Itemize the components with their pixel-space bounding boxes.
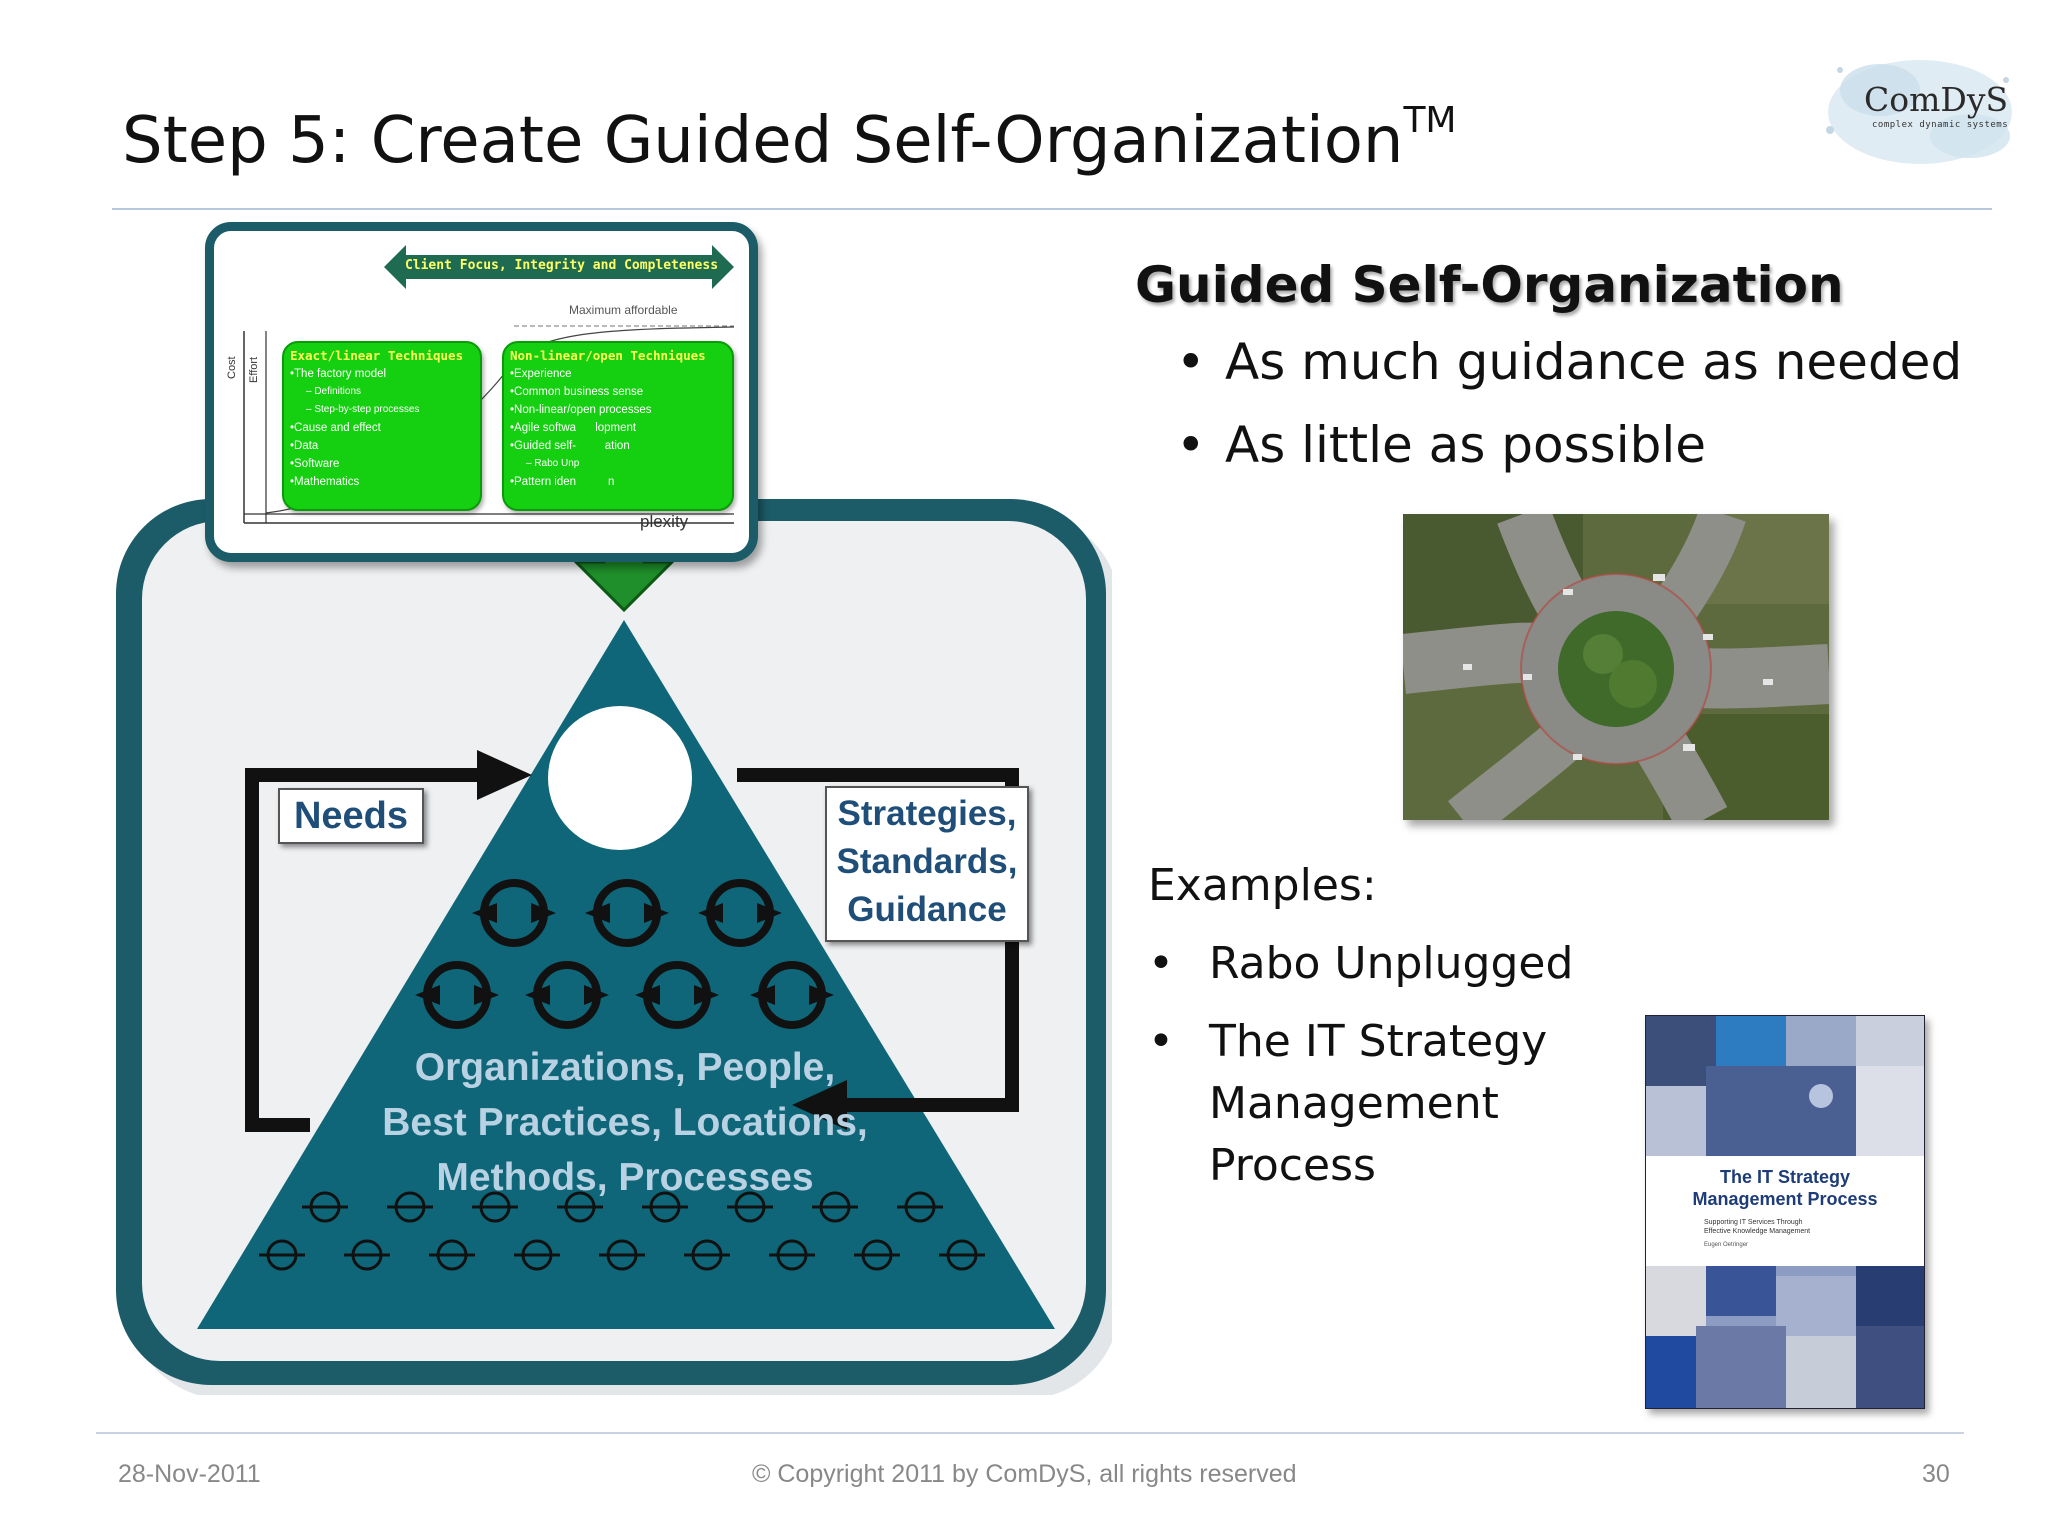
exact-item-1: •The factory model bbox=[290, 368, 387, 380]
book-title-line-1: The IT Strategy bbox=[1719, 1167, 1851, 1187]
example-1-text: Rabo Unplugged bbox=[1209, 938, 1574, 989]
nonlinear-open-title: Non-linear/open Techniques bbox=[510, 348, 706, 363]
book-cover: The IT Strategy Management Process Suppo… bbox=[1645, 1015, 1925, 1409]
book-author: Eugen Oetringer bbox=[1704, 1242, 1749, 1248]
gso-heading: Guided Self-Organization bbox=[1135, 256, 1844, 314]
axis-complexity-label: plexity bbox=[640, 512, 689, 531]
footer-date: 28-Nov-2011 bbox=[118, 1460, 261, 1488]
nonlinear-item-3: •Non-linear/open processes bbox=[510, 404, 652, 416]
title-divider bbox=[112, 208, 1992, 210]
slide-title: Step 5: Create Guided Self-OrganizationT… bbox=[122, 100, 1457, 178]
examples-label: Examples: bbox=[1148, 860, 1377, 911]
diagram-panel bbox=[112, 495, 1112, 1395]
pyramid-line-3: Methods, Processes bbox=[436, 1156, 814, 1199]
gso-bullets: As much guidance as needed As little as … bbox=[1176, 333, 1962, 499]
strategies-label: Strategies, Standards, Guidance bbox=[825, 786, 1029, 942]
logo-splash-icon bbox=[1826, 60, 2012, 164]
exact-linear-box: Exact/linear Techniques •The factory mod… bbox=[282, 341, 482, 511]
pyramid-apex-circle bbox=[548, 706, 692, 850]
example-2-line-2: Management bbox=[1209, 1078, 1499, 1129]
nonlinear-item-2: •Common business sense bbox=[510, 386, 644, 398]
book-subtitle-line-2: Effective Knowledge Management bbox=[1704, 1228, 1811, 1235]
strategies-line-2: Standards, bbox=[836, 842, 1018, 881]
logo-name: ComDyS bbox=[1864, 80, 2009, 119]
inset-banner-text: Client Focus, Integrity and Completeness bbox=[404, 258, 719, 273]
pyramid-line-2: Best Practices, Locations, bbox=[382, 1101, 868, 1144]
gso-bullet-2: As little as possible bbox=[1176, 416, 1962, 499]
needs-arrowhead bbox=[477, 750, 532, 800]
example-it-strategy: The IT Strategy Management Process bbox=[1148, 1011, 1573, 1197]
example-rabo-unplugged: Rabo Unplugged bbox=[1148, 938, 1573, 989]
pyramid-text: Organizations, People, Best Practices, L… bbox=[300, 1040, 950, 1205]
trademark-sup: TM bbox=[1403, 100, 1457, 141]
pyramid-line-1: Organizations, People, bbox=[414, 1046, 836, 1089]
footer-divider bbox=[96, 1432, 1964, 1434]
book-title-line-2: Management Process bbox=[1692, 1189, 1878, 1209]
exact-item-4: •Cause and effect bbox=[290, 422, 381, 434]
nonlinear-open-box: Non-linear/open Techniques •Experience •… bbox=[502, 341, 734, 511]
book-collage-icon bbox=[1646, 1016, 1924, 1408]
exact-item-7: •Mathematics bbox=[290, 476, 360, 488]
strategies-line-1: Strategies, bbox=[837, 794, 1017, 833]
nonlinear-item-4: •Agile softwa lopment bbox=[510, 422, 637, 434]
exact-linear-title: Exact/linear Techniques bbox=[290, 348, 464, 363]
book-subtitle: Supporting IT Services Through Effective… bbox=[1704, 1218, 1810, 1236]
nonlinear-item-5: •Guided self- ation bbox=[510, 440, 630, 452]
book-subtitle-line-1: Supporting IT Services Through bbox=[1704, 1219, 1803, 1226]
axis-cost-label: Cost bbox=[226, 356, 238, 379]
example-2-line-1: The IT Strategy bbox=[1209, 1016, 1548, 1067]
book-title: The IT Strategy Management Process bbox=[1646, 1166, 1924, 1210]
gso-bullet-1: As much guidance as needed bbox=[1176, 333, 1962, 416]
strategies-line-3: Guidance bbox=[847, 890, 1007, 929]
roundabout-aerial-icon bbox=[1400, 504, 1831, 839]
strategies-arrowhead bbox=[792, 1080, 847, 1130]
banner-double-arrow-icon bbox=[384, 245, 734, 289]
exact-item-5: •Data bbox=[290, 440, 319, 452]
needs-label: Needs bbox=[278, 788, 424, 844]
roundabout-photo bbox=[1400, 504, 1831, 839]
nonlinear-item-7: •Pattern iden n bbox=[510, 476, 615, 488]
footer-copyright: © Copyright 2011 by ComDyS, all rights r… bbox=[752, 1460, 1297, 1488]
needs-feedback-arrow bbox=[245, 768, 477, 1132]
footer-page-number: 30 bbox=[1922, 1460, 1950, 1488]
examples-list: Rabo Unplugged The IT Strategy Managemen… bbox=[1148, 938, 1573, 1219]
exact-item-2: – Definitions bbox=[306, 386, 362, 397]
max-affordable-label: Maximum affordable bbox=[569, 303, 678, 317]
comdys-logo: ComDyS complex dynamic systems bbox=[1810, 40, 2020, 175]
slide-title-main: Step 5: Create Guided Self-Organization bbox=[122, 104, 1404, 178]
nonlinear-item-6: – Rabo Unp bbox=[526, 458, 580, 469]
techniques-inset: Client Focus, Integrity and Completeness… bbox=[205, 222, 758, 562]
nonlinear-item-1: •Experience bbox=[510, 368, 572, 380]
logo-tagline: complex dynamic systems bbox=[1872, 120, 2009, 130]
exact-item-3: – Step-by-step processes bbox=[306, 404, 420, 415]
axis-effort-label: Effort bbox=[248, 356, 260, 383]
example-2-line-3: Process bbox=[1209, 1140, 1376, 1191]
diagram-graphics bbox=[116, 495, 1112, 1395]
exact-item-6: •Software bbox=[290, 458, 340, 470]
pyramid bbox=[197, 620, 1055, 1329]
